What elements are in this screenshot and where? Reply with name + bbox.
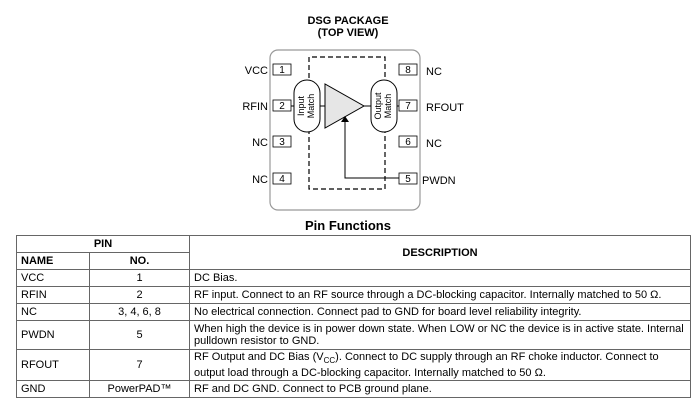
table-row: VCC 1 DC Bias.: [16, 269, 691, 287]
pin-no: 5: [89, 320, 190, 350]
package-diagram: 1 VCC 2 RFIN 3 NC 4 NC 8 NC 7 RFOUT 6 NC…: [242, 49, 464, 211]
pin-label: NC: [426, 138, 442, 150]
pwdn-arrow-icon: [341, 116, 349, 122]
pin-functions-title: Pin Functions: [305, 218, 391, 233]
pin-number: 7: [405, 101, 411, 112]
pin-name: RFIN: [16, 286, 90, 304]
pin-number: 2: [279, 101, 285, 112]
header-description: DESCRIPTION: [189, 235, 691, 270]
pin-number: 8: [405, 65, 411, 76]
right-pin-7: 7 RFOUT: [398, 99, 464, 114]
header-no: NO.: [89, 252, 190, 270]
pin-label: PWDN: [422, 175, 456, 187]
table-row: PWDN 5 When high the device is in power …: [16, 320, 691, 350]
pin-description: RF input. Connect to an RF source throug…: [189, 286, 691, 304]
pin-description: RF and DC GND. Connect to PCB ground pla…: [189, 380, 691, 399]
left-pin-4: 4 NC: [252, 172, 292, 186]
pin-number: 1: [279, 65, 285, 76]
pin-functions-table: PIN DESCRIPTION NAME NO. VCC 1 DC Bias. …: [16, 235, 691, 399]
left-pin-1: 1 VCC: [245, 63, 292, 77]
pin-name: NC: [16, 303, 90, 321]
table-row: GND PowerPAD™ RF and DC GND. Connect to …: [16, 380, 691, 399]
pin-no: 2: [89, 286, 190, 304]
pin-label: RFIN: [242, 101, 268, 113]
pin-description: No electrical connection. Connect pad to…: [189, 303, 691, 321]
output-match-label-2: Match: [383, 94, 393, 119]
right-pin-6: 6 NC: [398, 135, 442, 150]
right-pin-8: 8 NC: [398, 63, 442, 78]
desc-part2: ). Connect to DC supply through an RF ch…: [194, 351, 659, 380]
pin-label: NC: [252, 174, 268, 186]
pin-description: RF Output and DC Bias (VCC). Connect to …: [189, 348, 691, 382]
desc-subscript: CC: [323, 356, 336, 366]
output-match-label-1: Output: [373, 92, 383, 120]
pin-number: 3: [279, 137, 285, 148]
package-title-line2: (TOP VIEW): [317, 27, 379, 39]
thermal-pad-outline: [308, 56, 386, 190]
pin-name: RFOUT: [16, 348, 90, 382]
input-match-label-1: Input: [296, 95, 306, 116]
pin-name: PWDN: [16, 320, 90, 350]
pin-no: 3, 4, 6, 8: [89, 303, 190, 321]
pin-name: VCC: [16, 269, 90, 287]
header-pin: PIN: [16, 235, 190, 253]
left-pin-3: 3 NC: [252, 135, 292, 149]
right-pin-5: 5 PWDN: [398, 172, 456, 187]
package-title: DSG PACKAGE (TOP VIEW): [0, 15, 696, 39]
package-title-line1: DSG PACKAGE: [307, 15, 389, 27]
pin-label: NC: [426, 66, 442, 78]
pin-number: 5: [405, 174, 411, 185]
input-match-label-2: Match: [306, 94, 316, 119]
pin-no: PowerPAD™: [89, 380, 190, 399]
desc-part1: RF Output and DC Bias (V: [194, 351, 324, 363]
table-row: RFOUT 7 RF Output and DC Bias (VCC). Con…: [16, 348, 691, 382]
pin-no: 7: [89, 348, 190, 382]
pin-label: RFOUT: [426, 102, 464, 114]
package-outline: [269, 49, 421, 211]
pin-no: 1: [89, 269, 190, 287]
table-row: NC 3, 4, 6, 8 No electrical connection. …: [16, 303, 691, 321]
pin-number: 4: [279, 174, 285, 185]
pin-name: GND: [16, 380, 90, 399]
table-header-row: PIN DESCRIPTION: [16, 235, 691, 270]
pin-description: DC Bias.: [189, 269, 691, 287]
pin-number: 6: [405, 137, 411, 148]
pin-label: VCC: [245, 65, 268, 77]
left-pin-2: 2 RFIN: [242, 99, 292, 113]
pwdn-control-wire: [344, 120, 399, 179]
pin-description: When high the device is in power down st…: [189, 320, 691, 350]
table-subheader-row: NAME NO.: [16, 252, 691, 270]
table-row: RFIN 2 RF input. Connect to an RF source…: [16, 286, 691, 304]
header-name: NAME: [16, 252, 90, 270]
pin-label: NC: [252, 137, 268, 149]
